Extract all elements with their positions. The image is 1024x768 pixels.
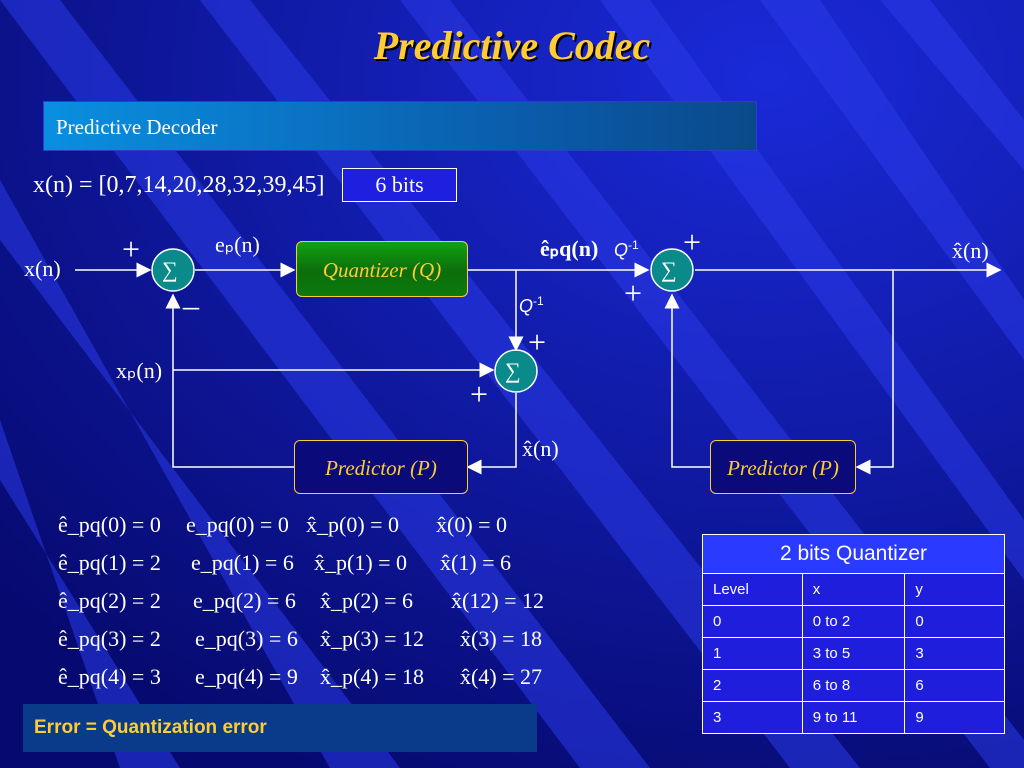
table-cell: 0 — [904, 605, 1005, 638]
equation-cell: e_pq(3) = 6 — [195, 626, 298, 651]
plus-sign: + — [122, 231, 141, 267]
equation-cell: ê_pq(4) = 3 — [58, 664, 161, 689]
sigma-icon: ∑ — [162, 257, 178, 282]
error-note-bar: Error = Quantization error — [23, 704, 537, 752]
table-cell: 6 to 8 — [801, 669, 906, 702]
equation-cell: x̂(3) = 18 — [460, 626, 543, 651]
equation-cell: e_pq(2) = 6 — [193, 588, 296, 613]
prediction-label: xₚ(n) — [116, 358, 163, 383]
section-header: Predictive Decoder — [43, 101, 757, 151]
equation-cell: ê_pq(2) = 2 — [58, 588, 161, 613]
table-cell: 2 — [702, 669, 803, 702]
table-cell: 1 — [702, 637, 803, 670]
sequence-equation: x(n) = [0,7,14,20,28,32,39,45] — [33, 172, 325, 198]
table-cell: 0 to 2 — [801, 605, 906, 638]
table-row: 3 9 to 11 9 — [702, 701, 1005, 734]
table-row: 0 0 to 2 0 — [702, 605, 1005, 638]
table-cell: 3 to 5 — [801, 637, 906, 670]
inverse-quantizer-label: Q-1 — [519, 294, 544, 316]
equation-cell: x̂(1) = 6 — [440, 550, 512, 575]
reconstructed-label: x̂(n) — [522, 436, 559, 461]
output-signal-label: x̂(n) — [952, 238, 989, 263]
quantized-error-label: êₚq(n) — [540, 236, 599, 261]
equation-cell: x̂(4) = 27 — [460, 664, 543, 689]
equation-cell: x̂_p(2) = 6 — [320, 588, 414, 613]
table-header-y: y — [904, 573, 1005, 606]
equation-cell: ê_pq(1) = 2 — [58, 550, 161, 575]
section-header-label: Predictive Decoder — [56, 115, 218, 139]
table-cell: 6 — [904, 669, 1005, 702]
equation-cell: x̂_p(1) = 0 — [314, 550, 408, 575]
equation-cell: e_pq(0) = 0 — [186, 512, 289, 537]
table-row: 2 6 to 8 6 — [702, 669, 1005, 702]
summer-decoder — [650, 248, 694, 292]
predictor-block-decoder: Predictor (P) — [710, 440, 856, 494]
quantizer-block: Quantizer (Q) — [296, 241, 468, 297]
equation-cell: x̂(12) = 12 — [451, 588, 545, 613]
predictor-block-encoder: Predictor (P) — [294, 440, 468, 494]
equation-cell: ê_pq(3) = 2 — [58, 626, 161, 651]
equation-cell: e_pq(4) = 9 — [195, 664, 298, 689]
summer-encoder-input — [151, 248, 195, 292]
table-cell: 9 — [904, 701, 1005, 734]
table-cell: 9 to 11 — [801, 701, 906, 734]
quantizer-table-title: 2 bits Quantizer — [702, 534, 1005, 574]
sigma-icon: ∑ — [505, 358, 521, 383]
table-header-x: x — [801, 573, 906, 606]
summer-encoder-reconstruct — [494, 349, 538, 393]
plus-sign: + — [624, 275, 643, 311]
minus-sign: – — [183, 287, 199, 323]
table-cell: 3 — [702, 701, 803, 734]
equation-cell: e_pq(1) = 6 — [191, 550, 294, 575]
equation-cell: x̂_p(4) = 18 — [320, 664, 425, 689]
equation-cell: ê_pq(0) = 0 — [58, 512, 161, 537]
table-header-level: Level — [702, 573, 803, 606]
error-note-label: Error = Quantization error — [34, 717, 267, 738]
table-row: 1 3 to 5 3 — [702, 637, 1005, 670]
plus-sign: + — [683, 224, 702, 260]
inverse-quantizer-label: Q-1 — [614, 238, 639, 260]
bits-label: 6 bits — [342, 168, 457, 202]
sigma-icon: ∑ — [661, 257, 677, 282]
quantizer-table: 2 bits Quantizer Level x y 0 0 to 2 0 1 … — [702, 534, 1005, 734]
input-signal-label: x(n) — [24, 256, 61, 281]
plus-sign: + — [470, 376, 489, 412]
equation-cell: x̂_p(3) = 12 — [320, 626, 425, 651]
equation-cell: x̂_p(0) = 0 — [306, 512, 400, 537]
slide-title: Predictive Codec — [373, 23, 651, 68]
table-cell: 0 — [702, 605, 803, 638]
prediction-error-label: eₚ(n) — [215, 232, 260, 257]
table-cell: 3 — [904, 637, 1005, 670]
plus-sign: + — [528, 324, 547, 360]
equation-cell: x̂(0) = 0 — [436, 512, 508, 537]
